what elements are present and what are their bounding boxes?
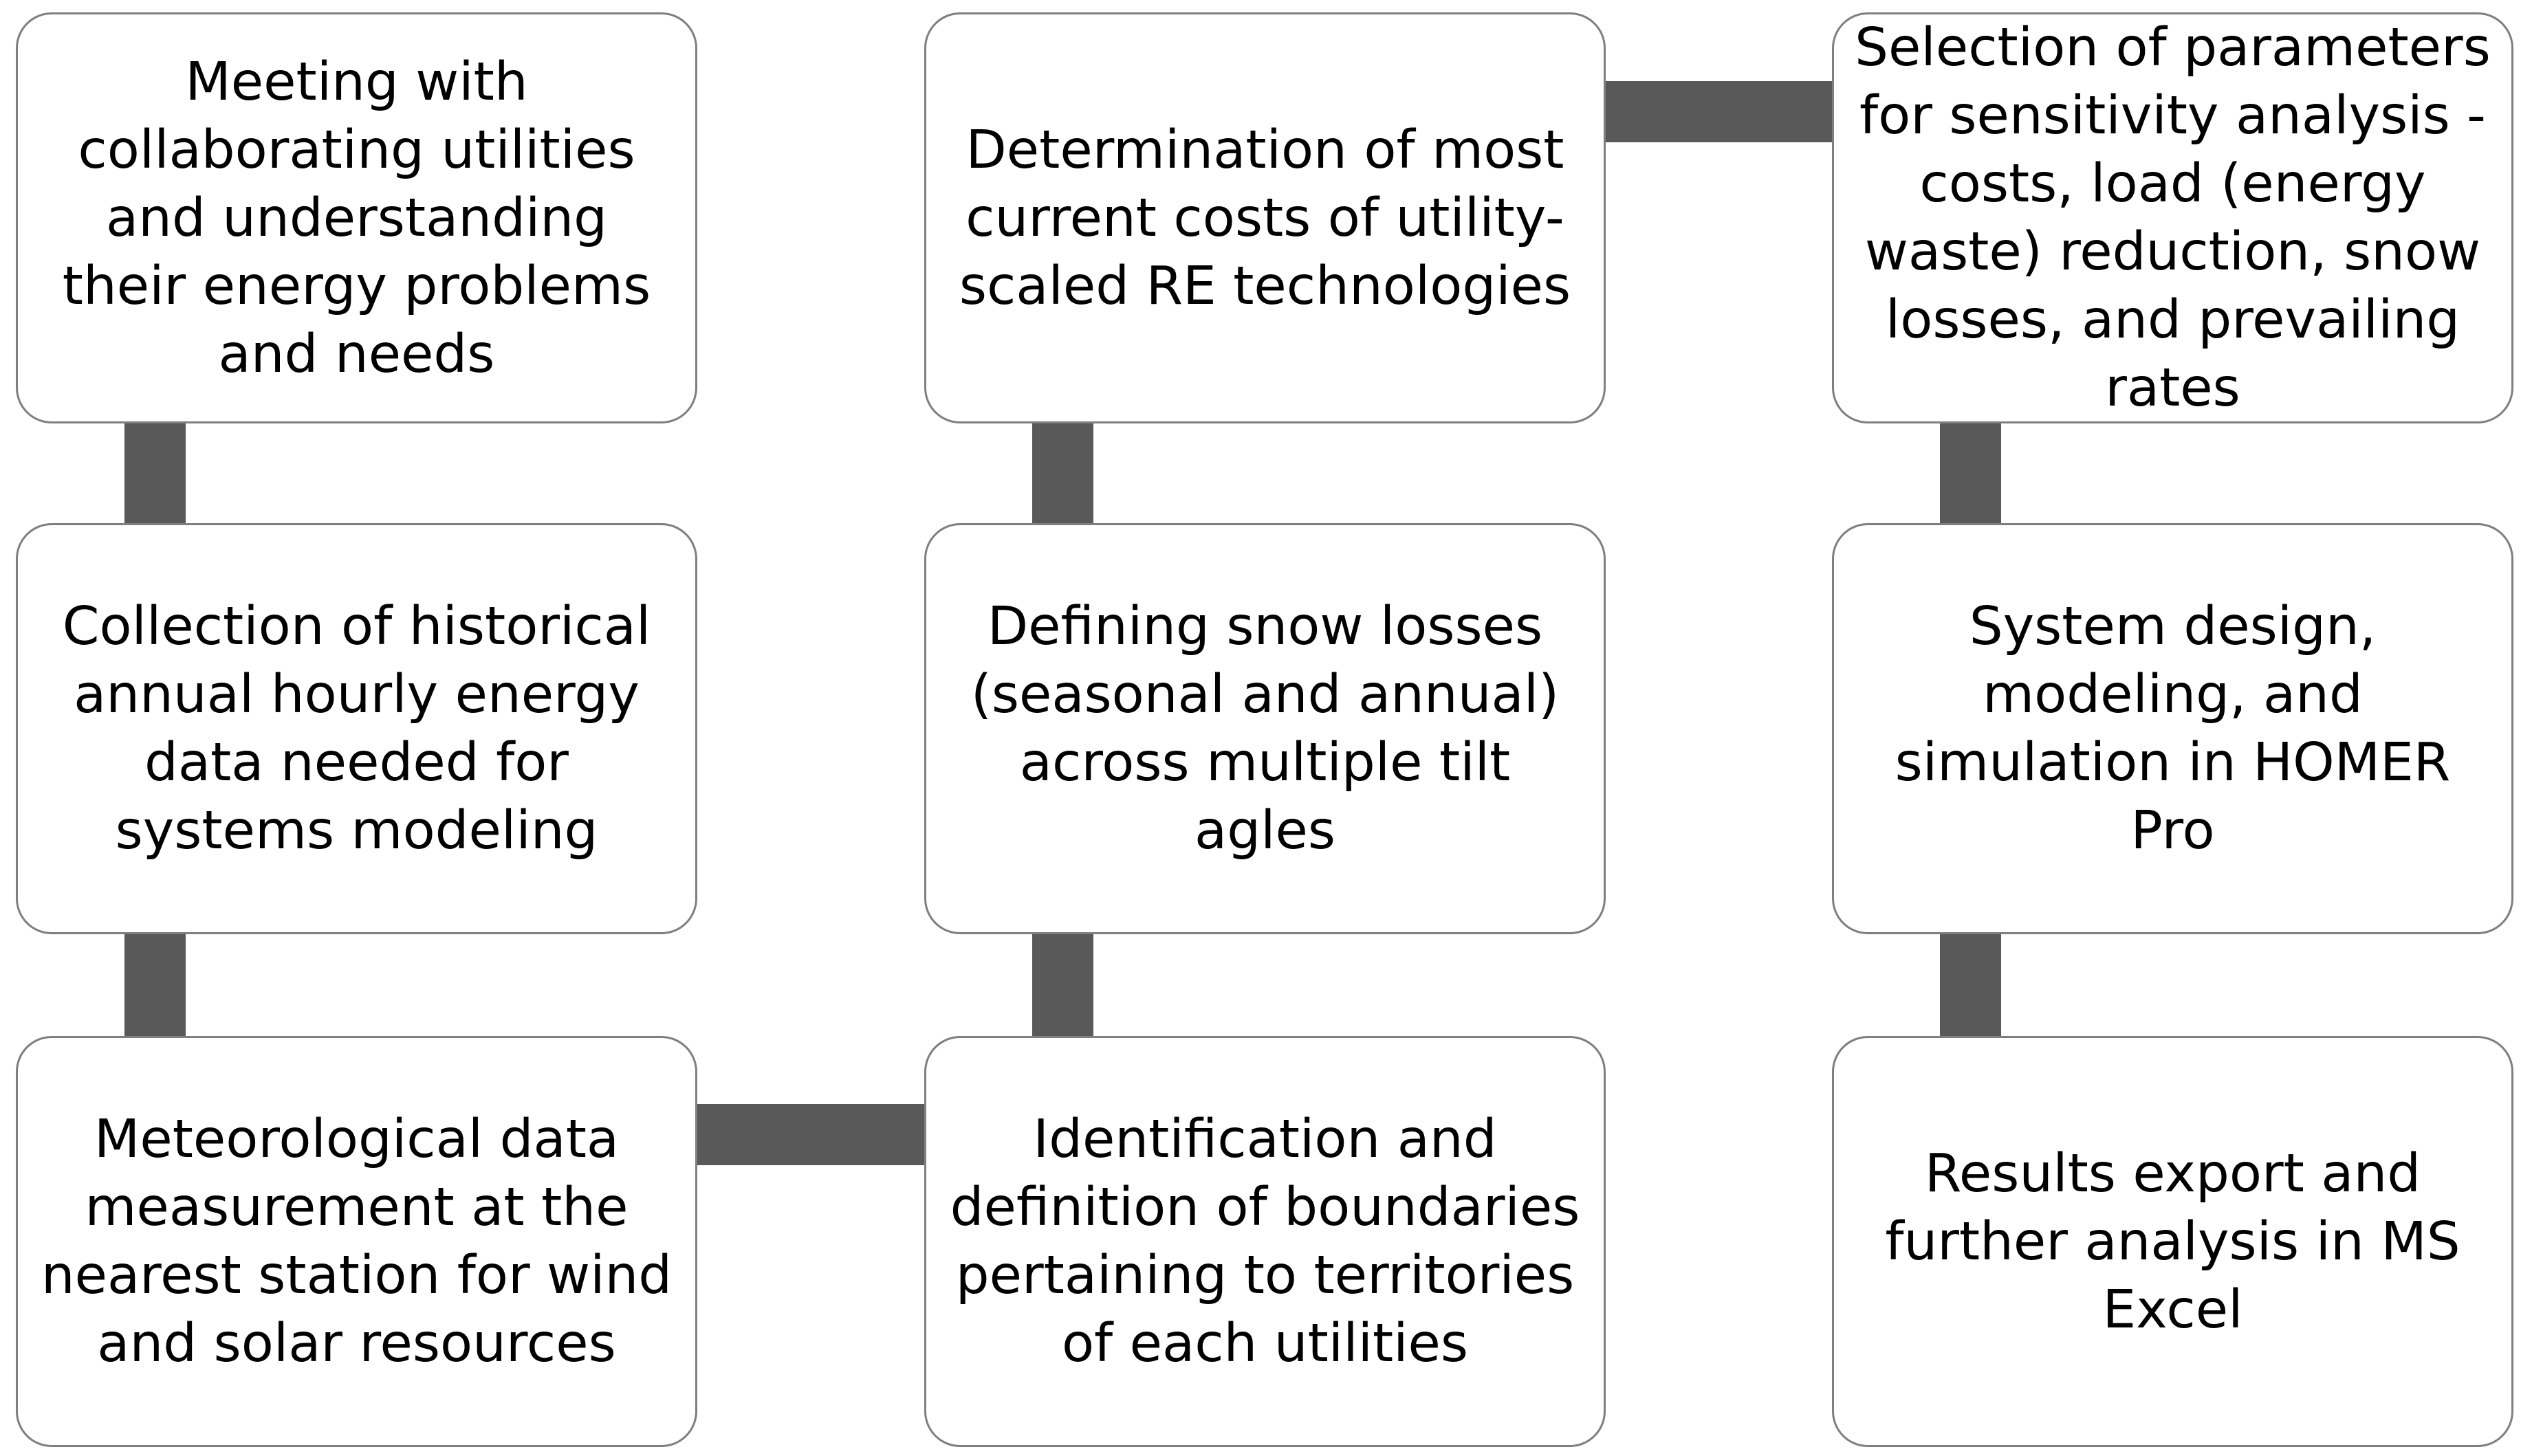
step-homer-pro-simulation: System design, modeling, and simulation …: [1832, 523, 2513, 934]
step-label: Selection of parameters for sensitivity …: [1855, 17, 2491, 419]
step-label: System design, modeling, and simulation …: [1895, 596, 2451, 861]
connector-col1-top-mid: [124, 421, 186, 525]
connector-col2-bottom-mid: [1032, 932, 1093, 1037]
connector-col1-col2-bottom: [697, 1104, 928, 1165]
connector-col2-col3-top: [1604, 81, 1835, 142]
step-meeting-with-utilities: Meeting with collaborating utilities and…: [16, 12, 697, 423]
step-select-sensitivity-parameters: Selection of parameters for sensitivity …: [1832, 12, 2513, 423]
step-determine-re-costs: Determination of most current costs of u…: [924, 12, 1606, 423]
connector-col3-mid-bottom: [1940, 932, 2001, 1037]
connector-col1-mid-bottom: [124, 932, 186, 1037]
step-define-snow-losses: Defining snow losses (seasonal and annua…: [924, 523, 1606, 934]
step-collect-energy-data: Collection of historical annual hourly e…: [16, 523, 697, 934]
step-meteorological-measurement: Meteorological data measurement at the n…: [16, 1036, 697, 1447]
step-label: Determination of most current costs of u…: [959, 119, 1571, 317]
connector-col2-mid-top: [1032, 421, 1093, 525]
step-label: Meeting with collaborating utilities and…: [62, 51, 651, 385]
step-label: Defining snow losses (seasonal and annua…: [970, 596, 1560, 861]
step-label: Collection of historical annual hourly e…: [62, 596, 651, 861]
step-label: Meteorological data measurement at the n…: [41, 1109, 673, 1374]
step-results-export: Results export and further analysis in M…: [1832, 1036, 2513, 1447]
step-label: Results export and further analysis in M…: [1885, 1143, 2460, 1341]
connector-col3-top-mid: [1940, 421, 2001, 525]
step-label: Identification and definition of boundar…: [950, 1109, 1580, 1374]
step-define-boundaries: Identification and definition of boundar…: [924, 1036, 1606, 1447]
